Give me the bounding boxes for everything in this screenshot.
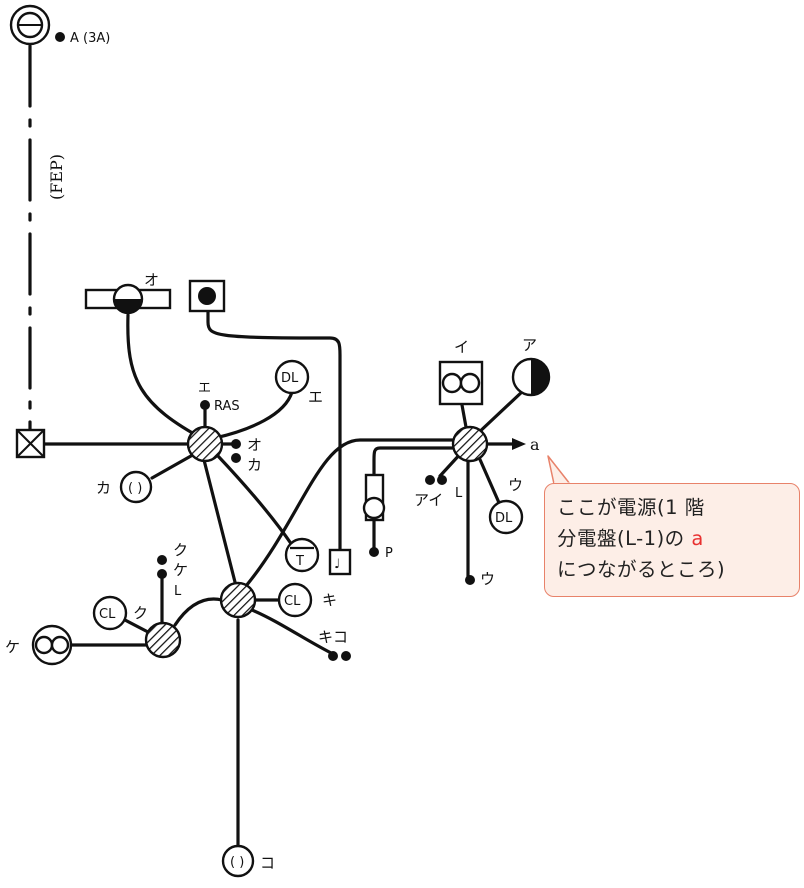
ka-switch-dot bbox=[231, 453, 241, 463]
a-end-label: a bbox=[530, 435, 540, 454]
kiko-label: キコ bbox=[318, 628, 348, 646]
l-mid-label: L bbox=[455, 486, 463, 501]
u-switch-dot bbox=[465, 575, 475, 585]
e-ras-label: エ bbox=[198, 381, 211, 396]
light-a bbox=[511, 357, 551, 397]
p-label: P bbox=[385, 546, 393, 561]
wire-box-to-sq bbox=[206, 308, 342, 552]
ka-left-label: カ bbox=[96, 479, 111, 497]
callout-line-2: 分電盤(L-1)の a bbox=[557, 523, 789, 554]
wire-j3-to-kiko bbox=[250, 608, 337, 657]
cl2-text: CL bbox=[284, 594, 301, 609]
svg-text:( ): ( ) bbox=[128, 481, 142, 496]
o-switch-dot bbox=[231, 439, 241, 449]
junction-3 bbox=[219, 581, 257, 619]
callout-line-2-pre: 分電盤(L-1)の bbox=[557, 527, 692, 550]
cl1-text: CL bbox=[99, 607, 116, 622]
e-dl-label: エ bbox=[308, 388, 323, 406]
callout-note: ここが電源(1 階 分電盤(L-1)の a につながるところ) bbox=[544, 483, 800, 597]
callout-highlight-a: a bbox=[691, 527, 704, 550]
downlight-2: DL bbox=[488, 499, 524, 535]
wire-j1-to-j3 bbox=[202, 458, 238, 588]
ras-label: RAS bbox=[214, 399, 240, 414]
fep-label: (FEP) bbox=[47, 154, 66, 200]
wire-j1-to-t bbox=[216, 454, 294, 547]
fixture-ke bbox=[31, 624, 73, 666]
source-label: A (3A) bbox=[70, 31, 110, 46]
wire-j4-to-dl2 bbox=[476, 453, 502, 507]
u-bottom-label: ウ bbox=[480, 570, 495, 588]
ras-dot bbox=[200, 400, 210, 410]
callout-line-1: ここが電源(1 階 bbox=[557, 496, 705, 519]
wire-j2-to-cl1 bbox=[123, 618, 150, 634]
a-switch-dot bbox=[425, 475, 435, 485]
l-left-label: L bbox=[174, 584, 182, 599]
fluorescent-p bbox=[362, 473, 386, 522]
dl1-text: DL bbox=[281, 371, 299, 386]
i-switch-dot bbox=[437, 475, 447, 485]
wire-dl1-to-j1 bbox=[213, 390, 294, 440]
t-text: T bbox=[295, 554, 304, 569]
fixture-i bbox=[438, 360, 484, 406]
ka-right-label: カ bbox=[247, 456, 262, 474]
ai-label: アイ bbox=[414, 491, 443, 509]
i-top-label: イ bbox=[454, 338, 469, 356]
source-outlet bbox=[9, 4, 51, 46]
outlet-ka: ( ) bbox=[119, 470, 153, 504]
o-top-label: オ bbox=[144, 271, 159, 289]
junction-1 bbox=[186, 425, 224, 463]
u-top-label: ウ bbox=[508, 476, 523, 494]
wire-j4-to-p bbox=[372, 446, 456, 477]
ki-label: キ bbox=[322, 591, 337, 609]
switch-box-small: ♩ bbox=[328, 548, 352, 576]
svg-text:( ): ( ) bbox=[230, 855, 244, 870]
junction-2 bbox=[144, 621, 182, 659]
ke-left-label: ケ bbox=[5, 638, 20, 656]
wall-light-o bbox=[84, 283, 172, 315]
a-top-label: ア bbox=[522, 336, 537, 354]
p-dot bbox=[369, 547, 379, 557]
ku1-label: ク bbox=[173, 541, 188, 559]
ki-switch-dot bbox=[328, 651, 338, 661]
wire-j3-to-j2 bbox=[173, 597, 224, 627]
downlight-1: DL bbox=[274, 359, 310, 395]
ku2-label: ク bbox=[133, 604, 148, 622]
wire-j3-to-j4 bbox=[244, 438, 470, 588]
wire-oh-to-j1 bbox=[126, 313, 207, 442]
outlet-ko: ( ) bbox=[221, 844, 255, 878]
timer-t: T bbox=[284, 537, 320, 573]
ku-switch-dot bbox=[157, 555, 167, 565]
ceiling-light-2: CL bbox=[277, 582, 313, 618]
source-dot bbox=[55, 32, 65, 42]
wires bbox=[28, 44, 526, 847]
junction-4 bbox=[451, 425, 489, 463]
dl2-text: DL bbox=[495, 511, 513, 526]
arrow-a bbox=[512, 438, 526, 450]
dimmer-box bbox=[188, 279, 226, 313]
callout-line-3: につながるところ) bbox=[557, 558, 726, 581]
ko-switch-dot bbox=[341, 651, 351, 661]
pull-box-x bbox=[15, 428, 46, 459]
svg-text:♩: ♩ bbox=[334, 557, 340, 572]
o-right-label: オ bbox=[247, 436, 262, 454]
ko-label: コ bbox=[260, 854, 275, 872]
ke1-label: ケ bbox=[173, 561, 188, 579]
wire-j4-to-a bbox=[473, 388, 526, 438]
wire-j1-to-ka bbox=[150, 450, 200, 480]
ceiling-light-1: CL bbox=[92, 595, 128, 631]
ke-switch-dot bbox=[157, 569, 167, 579]
